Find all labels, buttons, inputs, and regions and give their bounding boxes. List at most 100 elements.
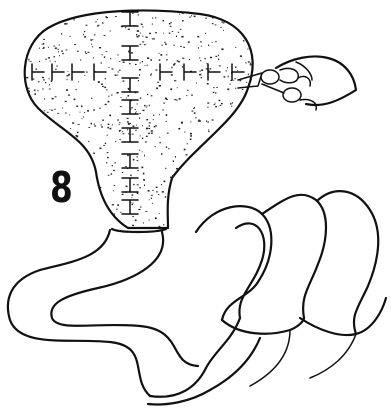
texture-speck bbox=[248, 74, 249, 76]
texture-speck bbox=[170, 88, 172, 90]
texture-speck bbox=[26, 77, 28, 78]
texture-speck bbox=[186, 95, 187, 96]
texture-speck bbox=[187, 90, 189, 91]
texture-speck bbox=[45, 59, 47, 60]
texture-speck bbox=[208, 131, 209, 132]
texture-speck bbox=[73, 19, 75, 20]
texture-speck bbox=[178, 32, 179, 33]
texture-speck bbox=[78, 124, 80, 125]
texture-speck bbox=[240, 55, 242, 57]
texture-speck bbox=[86, 25, 88, 26]
texture-speck bbox=[28, 88, 30, 89]
texture-speck bbox=[87, 52, 89, 53]
texture-speck bbox=[77, 132, 79, 134]
texture-speck bbox=[38, 81, 40, 82]
texture-speck bbox=[106, 17, 108, 18]
texture-speck bbox=[167, 208, 168, 209]
texture-speck bbox=[114, 214, 115, 216]
texture-speck bbox=[163, 224, 164, 225]
texture-speck bbox=[167, 133, 169, 134]
texture-speck bbox=[159, 137, 160, 138]
texture-speck bbox=[213, 23, 214, 24]
texture-speck bbox=[137, 103, 138, 105]
texture-speck bbox=[98, 25, 100, 26]
balloon-neck bbox=[112, 229, 166, 232]
texture-speck bbox=[224, 76, 226, 77]
texture-speck bbox=[132, 204, 134, 205]
texture-speck bbox=[80, 112, 81, 113]
texture-speck bbox=[108, 124, 110, 125]
texture-speck bbox=[82, 118, 83, 119]
texture-speck bbox=[48, 57, 50, 58]
texture-speck bbox=[179, 14, 180, 15]
texture-speck bbox=[215, 41, 216, 42]
texture-speck bbox=[133, 159, 135, 161]
texture-speck bbox=[170, 26, 172, 27]
texture-speck bbox=[151, 130, 153, 131]
texture-speck bbox=[215, 103, 216, 104]
texture-speck bbox=[53, 46, 55, 47]
texture-speck bbox=[140, 62, 141, 63]
texture-speck bbox=[87, 110, 89, 112]
texture-speck bbox=[178, 61, 180, 62]
texture-speck bbox=[207, 121, 209, 122]
texture-speck bbox=[142, 41, 144, 42]
texture-speck bbox=[67, 79, 68, 80]
texture-speck bbox=[102, 86, 104, 87]
texture-speck bbox=[221, 48, 223, 50]
texture-speck bbox=[68, 71, 69, 72]
texture-speck bbox=[125, 27, 126, 29]
texture-speck bbox=[56, 66, 58, 67]
texture-speck bbox=[215, 106, 217, 107]
texture-speck bbox=[72, 122, 74, 123]
texture-speck bbox=[153, 119, 154, 120]
texture-speck bbox=[151, 73, 152, 74]
texture-speck bbox=[139, 187, 140, 188]
texture-speck bbox=[120, 97, 121, 98]
texture-speck bbox=[183, 47, 185, 48]
texture-speck bbox=[146, 136, 148, 137]
texture-speck bbox=[93, 57, 94, 58]
texture-speck bbox=[190, 139, 192, 141]
texture-speck bbox=[119, 124, 120, 125]
texture-speck bbox=[119, 122, 121, 123]
texture-speck bbox=[172, 175, 174, 177]
texture-speck bbox=[101, 126, 103, 128]
texture-speck bbox=[117, 55, 118, 56]
texture-speck bbox=[227, 67, 228, 68]
texture-speck bbox=[152, 190, 153, 191]
ribbon-fold-e bbox=[300, 298, 386, 335]
texture-speck bbox=[112, 204, 114, 205]
texture-speck bbox=[139, 113, 141, 114]
texture-speck bbox=[155, 69, 157, 70]
texture-speck bbox=[89, 127, 91, 128]
texture-speck bbox=[250, 64, 252, 65]
texture-speck bbox=[149, 33, 151, 34]
texture-speck bbox=[160, 54, 162, 56]
texture-speck bbox=[137, 184, 139, 185]
texture-speck bbox=[109, 115, 111, 117]
texture-speck bbox=[58, 49, 59, 50]
texture-speck bbox=[182, 58, 184, 59]
texture-speck bbox=[161, 45, 163, 46]
texture-speck bbox=[131, 107, 133, 108]
texture-speck bbox=[122, 172, 123, 173]
texture-speck bbox=[146, 107, 148, 108]
texture-speck bbox=[192, 111, 194, 112]
texture-speck bbox=[200, 70, 201, 72]
texture-speck bbox=[165, 168, 167, 169]
texture-speck bbox=[76, 89, 77, 90]
texture-speck bbox=[127, 121, 128, 123]
texture-speck bbox=[169, 33, 170, 34]
texture-speck bbox=[163, 33, 164, 34]
texture-speck bbox=[136, 111, 137, 112]
texture-speck bbox=[132, 194, 134, 195]
texture-speck bbox=[123, 80, 125, 81]
texture-speck bbox=[153, 115, 154, 116]
texture-speck bbox=[166, 146, 168, 147]
texture-speck bbox=[76, 136, 78, 137]
texture-speck bbox=[123, 62, 125, 63]
texture-speck bbox=[200, 60, 201, 61]
slit-mark bbox=[52, 64, 64, 80]
texture-speck bbox=[214, 104, 216, 105]
